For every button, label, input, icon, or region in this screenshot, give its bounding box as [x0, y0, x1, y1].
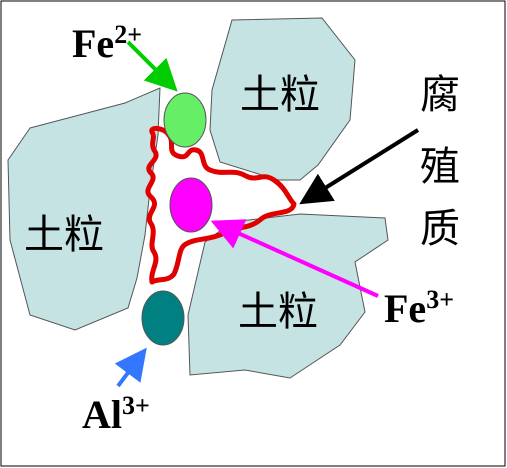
fe2-ion-circle [163, 92, 207, 148]
fe2-label-charge: 2+ [114, 20, 142, 49]
al3-label-base: Al [82, 392, 122, 437]
humus-arrow [299, 128, 420, 205]
fe2-arrow [126, 40, 178, 92]
al3-label: Al3+ [82, 391, 150, 437]
al3-arrow [114, 347, 147, 388]
humus-label-char-3: 质 [420, 206, 460, 252]
soil-particle-label-top: 土粒 [240, 72, 320, 118]
humus-label-char-2: 殖 [420, 144, 460, 190]
soil-particle-bottom-right [187, 213, 389, 379]
al3-label-charge: 3+ [122, 391, 150, 420]
fe2-label: Fe2+ [72, 20, 142, 66]
fe3-label: Fe3+ [384, 285, 454, 331]
fe3-arrow [210, 219, 379, 298]
soil-particle-label-bottom: 土粒 [238, 289, 318, 335]
fe2-label-base: Fe [72, 21, 114, 66]
fe3-label-charge: 3+ [426, 285, 454, 314]
soil-particle-left [7, 87, 161, 331]
al3-ion-circle [141, 290, 185, 346]
fe3-label-base: Fe [384, 286, 426, 331]
fe3-ion-circle [169, 177, 213, 233]
soil-particle-label-left: 土粒 [24, 212, 104, 258]
humus-label-char-1: 腐 [420, 72, 460, 118]
